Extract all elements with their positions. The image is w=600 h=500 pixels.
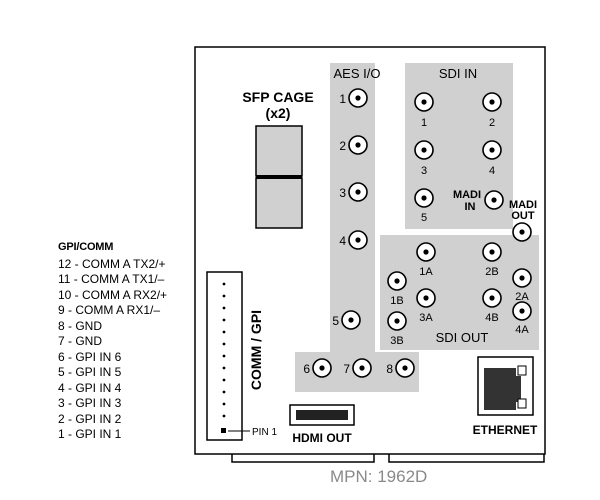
sdi-out-connector-4a[interactable] <box>512 301 532 321</box>
sdi-out-panel <box>380 235 539 350</box>
card-tab-right <box>388 454 545 463</box>
ethernet-led-top <box>517 365 527 376</box>
pinout-row: 2 - GPI IN 2 <box>58 411 122 426</box>
sdi-out-port-label: 4B <box>485 312 498 324</box>
ethernet-led-bottom <box>517 398 527 409</box>
aes-port-label: 3 <box>339 186 346 200</box>
aes-connector-1[interactable] <box>348 88 368 108</box>
ethernet-label: ETHERNET <box>473 423 538 437</box>
sdi-in-connector-3[interactable] <box>414 140 434 160</box>
aes-connector-6[interactable] <box>312 358 332 378</box>
aes-port-label: 2 <box>339 139 346 153</box>
aes-port-label: 4 <box>339 234 346 248</box>
model-part-number: MPN: 1962D <box>330 467 428 486</box>
pinout-row: 6 - GPI IN 6 <box>58 349 122 364</box>
sdi-out-connector-2b[interactable] <box>482 242 502 262</box>
pin1-label: PIN 1 <box>252 427 277 438</box>
sdi-out-port-label: 1A <box>419 266 433 278</box>
sdi-in-port-label: 1 <box>421 117 427 129</box>
pinout-row: 4 - GPI IN 4 <box>58 380 122 395</box>
hdmi-out-label: HDMI OUT <box>292 431 352 445</box>
sdi-out-port-label: 1B <box>390 295 403 307</box>
madi-out-label: MADI <box>509 199 537 211</box>
aes-port-label: 5 <box>332 314 339 328</box>
sfp-cage-count: (x2) <box>266 105 291 121</box>
aes-port-label: 8 <box>386 362 393 376</box>
pinout-row: 12 - COMM A TX2/+ <box>58 256 166 271</box>
madi-out-label-2: OUT <box>511 210 535 222</box>
madi-out-connector[interactable] <box>512 222 532 242</box>
gpi-comm-title: GPI/COMM <box>58 241 114 253</box>
comm-gpi-pin-dots <box>222 282 226 418</box>
pinout-row: 11 - COMM A TX1/– <box>58 272 165 286</box>
madi-in-connector[interactable] <box>484 190 504 210</box>
aes-connector-8[interactable] <box>395 358 415 378</box>
sdi-out-connector-4b[interactable] <box>482 288 502 308</box>
sdi-out-port-label: 4A <box>515 324 529 336</box>
sdi-out-connector-2a[interactable] <box>512 268 532 288</box>
sdi-in-connector-1[interactable] <box>414 92 434 112</box>
pinout-row: 10 - COMM A RX2/+ <box>58 287 168 302</box>
sfp-cage-2 <box>255 177 303 229</box>
pinout-row: 1 - GPI IN 1 <box>58 427 122 441</box>
pinout-row: 8 - GND <box>58 318 103 333</box>
sfp-cage-1 <box>255 125 303 177</box>
aes-connector-2[interactable] <box>348 135 368 155</box>
sdi-out-port-label: 2B <box>485 266 498 278</box>
sdi-out-port-label: 3A <box>419 312 433 324</box>
madi-in-label: MADI <box>453 189 481 201</box>
pinout-row: 3 - GPI IN 3 <box>58 396 122 410</box>
hdmi-out-port <box>296 410 348 420</box>
aes-io-title: AES I/O <box>334 66 381 81</box>
sdi-out-connector-1a[interactable] <box>416 242 436 262</box>
pinout-row: 5 - GPI IN 5 <box>58 365 122 379</box>
aes-port-label: 7 <box>343 362 350 376</box>
aes-port-label: 6 <box>303 362 310 376</box>
aes-connector-7[interactable] <box>352 358 372 378</box>
sdi-out-connector-1b[interactable] <box>387 271 407 291</box>
sdi-in-port-label: 2 <box>489 117 495 129</box>
sdi-in-port-label: 4 <box>489 165 495 177</box>
pinout-row: 9 - COMM A RX1/– <box>58 303 161 317</box>
comm-gpi-label: COMM / GPI <box>248 310 264 390</box>
ethernet-port-opening <box>484 368 521 410</box>
card-tab-left <box>231 454 375 463</box>
aes-connector-3[interactable] <box>348 182 368 202</box>
pinout-row: 7 - GND <box>58 334 103 348</box>
sdi-out-port-label: 3B <box>390 335 403 347</box>
sdi-in-connector-4[interactable] <box>482 140 502 160</box>
sdi-out-port-label: 2A <box>515 291 529 303</box>
aes-port-label: 1 <box>339 92 346 106</box>
pin1-marker <box>221 428 226 433</box>
aes-io-panel <box>295 63 419 392</box>
sdi-out-connector-3a[interactable] <box>416 288 436 308</box>
sdi-out-title: SDI OUT <box>436 330 489 345</box>
sdi-in-connector-5[interactable] <box>414 188 434 208</box>
aes-connector-5[interactable] <box>341 310 361 330</box>
sdi-out-connector-3b[interactable] <box>387 311 407 331</box>
sdi-in-title: SDI IN <box>439 66 477 81</box>
sdi-in-port-label: 3 <box>421 165 427 177</box>
sdi-in-port-label: 5 <box>421 212 427 224</box>
sfp-cage-divider <box>256 175 302 179</box>
sfp-cage-label: SFP CAGE <box>242 89 313 105</box>
aes-connector-4[interactable] <box>348 230 368 250</box>
madi-in-label-2: IN <box>465 201 476 213</box>
gpi-comm-pinout: GPI/COMM 12 - COMM A TX2/+ 11 - COMM A T… <box>58 240 208 443</box>
sdi-in-connector-2[interactable] <box>482 92 502 112</box>
